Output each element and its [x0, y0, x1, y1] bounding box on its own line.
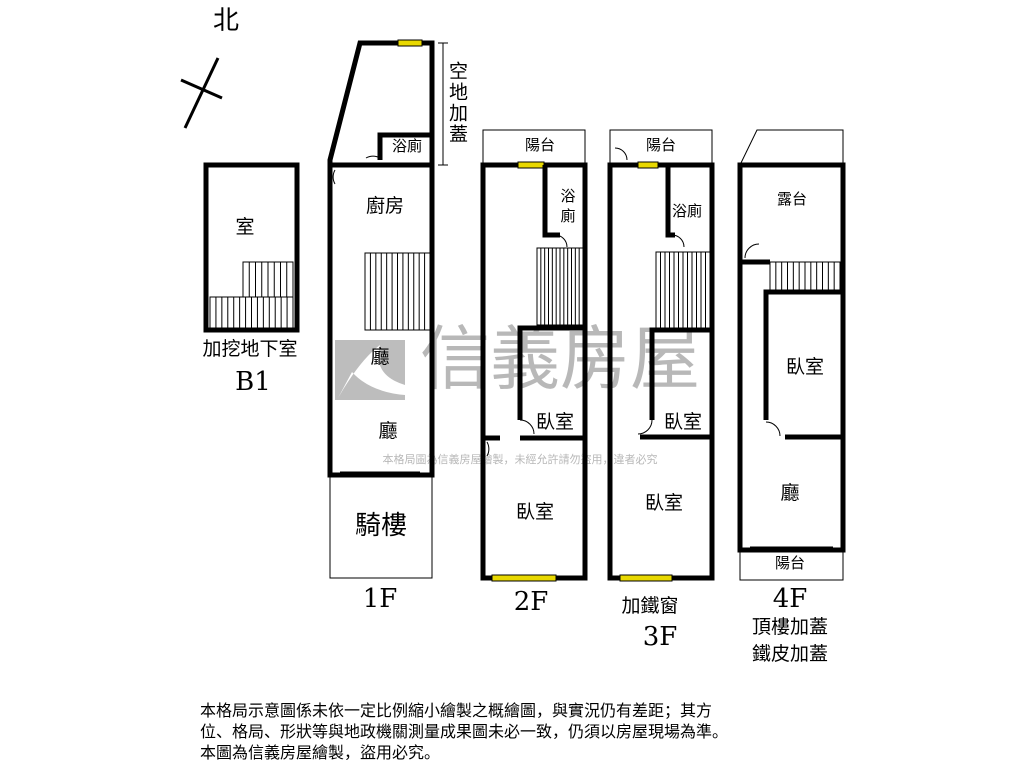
balcony-label: 陽台: [775, 554, 805, 572]
room-label: 室: [235, 216, 254, 238]
floor-caption: 加挖地下室: [202, 338, 297, 360]
balcony-label: 陽台: [646, 136, 676, 154]
living-label: 廳: [780, 482, 799, 504]
floor-label: B1: [235, 367, 271, 397]
floor-3f: 陽台 浴廁 臥室 臥室 加鐵窗 3F: [607, 129, 715, 652]
balcony-label: 陽台: [525, 136, 555, 154]
floor-2f: 陽台 浴 廁 臥室 臥室 2F: [480, 129, 588, 617]
north-label: 北: [213, 6, 239, 36]
stairs-icon: [655, 251, 711, 329]
window-icon: [397, 39, 423, 47]
north-arrow-icon: [180, 57, 223, 129]
bath-label: 浴廁: [392, 137, 422, 155]
watermark-notice: 本格局圖為信義房屋繪製，未經允許請勿盜用，違者必究: [383, 452, 658, 466]
stairs-icon: [209, 296, 294, 330]
living-label: 廳: [378, 420, 397, 442]
bath-label: 廁: [560, 207, 575, 225]
disclaimer: 本格局示意圖係未依一定比例縮小繪製之概繪圖，與實況仍有差距；其方 位、格局、形狀…: [200, 700, 840, 763]
floor-label: 3F: [643, 622, 678, 652]
bedroom-label: 臥室: [516, 501, 554, 523]
floor-1f: 浴廁 廚房 廳 廳 騎樓 1F 空地加蓋: [327, 39, 468, 614]
stairs-icon: [769, 261, 841, 293]
disclaimer-line: 本格局示意圖係未依一定比例縮小繪製之概繪圖，與實況仍有差距；其方: [200, 701, 713, 720]
bedroom-label: 臥室: [645, 492, 683, 514]
extension-note: 空地加蓋: [446, 61, 468, 145]
floor-label: 2F: [514, 587, 549, 617]
kitchen-label: 廚房: [366, 194, 404, 217]
floor-note: 頂樓加蓋: [752, 616, 828, 638]
stairs-icon: [536, 247, 584, 326]
floor-b1: 室 加挖地下室 B1: [202, 162, 300, 397]
stairs-icon: [242, 261, 294, 298]
bedroom-label: 臥室: [664, 411, 702, 433]
floor-4f: 露台 臥室 廳 陽台 4F 頂樓加蓋 鐵皮加蓋: [737, 129, 846, 665]
bath-label: 浴廁: [672, 202, 702, 220]
floor-note: 鐵皮加蓋: [752, 643, 828, 665]
bath-label: 浴: [560, 187, 575, 205]
disclaimer-line: 本圖為信義房屋繪製，盜用必究。: [200, 743, 441, 762]
bedroom-label: 臥室: [786, 356, 824, 378]
arcade-label: 騎樓: [355, 511, 407, 541]
terrace-label: 露台: [777, 190, 807, 208]
living-label: 廳: [370, 346, 389, 368]
floor-label: 4F: [773, 584, 808, 614]
stairs-icon: [364, 252, 431, 331]
window-note: 加鐵窗: [621, 595, 678, 617]
disclaimer-line: 位、格局、形狀等與地政機關測量成果圖未必一致，仍須以房屋現場為準。: [200, 722, 729, 741]
floor-label: 1F: [363, 584, 398, 614]
bedroom-label: 臥室: [536, 411, 574, 433]
